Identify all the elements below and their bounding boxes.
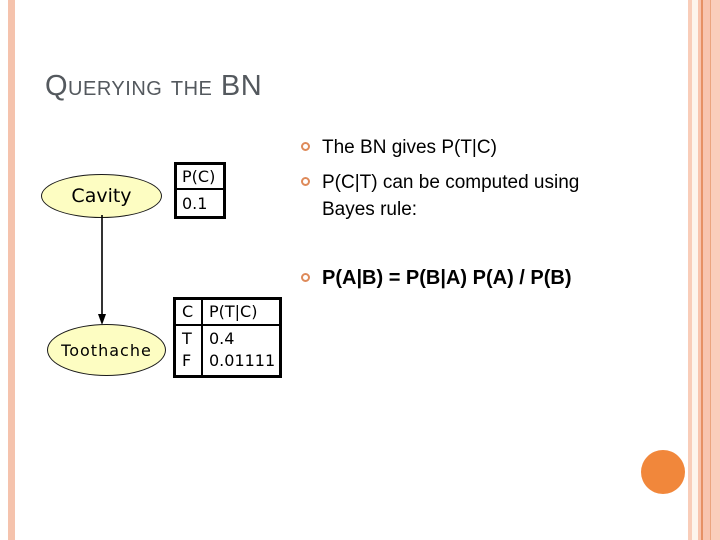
node-cavity: Cavity <box>41 174 162 218</box>
bullet-text: The BN gives P(T|C) <box>322 137 497 158</box>
bullet-item: The BN gives P(T|C) <box>301 134 681 161</box>
bullet-text: P(C|T) can be computed using Bayes rule: <box>322 172 580 220</box>
bullet-ring-icon <box>301 273 310 282</box>
cpt-condition-true: T <box>182 329 192 348</box>
node-cavity-label: Cavity <box>71 185 132 207</box>
accent-stripe <box>698 0 701 540</box>
accent-stripe <box>701 0 703 540</box>
accent-stripe <box>692 0 698 540</box>
conditional-probability-table: C P(T|C) T F 0.4 0.01111 <box>173 297 282 378</box>
cpt-header-condition: C <box>176 300 203 326</box>
accent-stripe <box>711 0 720 540</box>
cpt-prob-false: 0.01111 <box>209 351 276 370</box>
cpt-prob-true: 0.4 <box>209 329 235 348</box>
prior-probability-table: P(C) 0.1 <box>174 162 226 219</box>
cpt-condition-values: T F <box>176 326 203 375</box>
cpt-condition-false: F <box>182 351 192 370</box>
bullet-item: P(A|B) = P(B|A) P(A) / P(B) <box>301 265 681 292</box>
bullet-ring-icon <box>301 177 310 186</box>
right-accent-stripes <box>688 0 720 540</box>
arrow-down-icon <box>98 215 106 325</box>
prior-table-value: 0.1 <box>182 193 208 213</box>
left-accent-stripe <box>8 0 15 540</box>
bullet-ring-icon <box>301 142 310 151</box>
node-toothache: Toothache <box>47 324 166 376</box>
accent-stripe <box>688 0 692 540</box>
bullet-item: P(C|T) can be computed using Bayes rule: <box>301 169 681 223</box>
accent-stripe <box>710 0 711 540</box>
slide-title: Querying the BN <box>45 70 263 102</box>
cpt-header-prob: P(T|C) <box>203 300 279 326</box>
bullet-text: P(A|B) = P(B|A) P(A) / P(B) <box>322 267 572 289</box>
cpt-prob-values: 0.4 0.01111 <box>203 326 279 375</box>
node-toothache-label: Toothache <box>61 340 152 360</box>
accent-stripe <box>703 0 710 540</box>
decorative-circle <box>641 450 685 494</box>
prior-table-header: P(C) <box>177 165 223 190</box>
